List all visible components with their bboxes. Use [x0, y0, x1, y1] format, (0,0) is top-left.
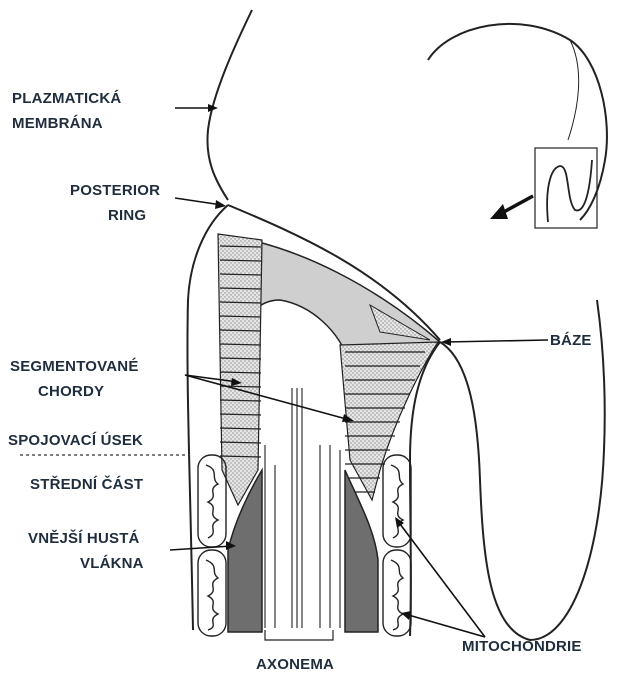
- label-plasma-membrane: PLAZMATICKÁ MEMBRÁNA: [12, 86, 121, 136]
- mitochondria-left: [198, 455, 226, 636]
- label-connecting-piece: SPOJOVACÍ ÚSEK: [8, 428, 143, 453]
- label-plasma-membrane-line2: MEMBRÁNA: [12, 111, 121, 136]
- label-posterior-ring-line1: POSTERIOR: [70, 178, 160, 203]
- sperm-head-overview: [428, 24, 607, 220]
- right-segmented-column: [340, 342, 438, 500]
- outer-dense-fibers: [228, 470, 378, 632]
- label-outer-dense-fibers: VNĚJŠÍ HUSTÁ VLÁKNA: [28, 526, 144, 576]
- label-segmented-columns-line2: CHORDY: [10, 379, 139, 404]
- inset-box: [535, 148, 597, 228]
- label-axoneme: AXONEMA: [256, 652, 334, 675]
- label-outer-dense-fibers-line2: VLÁKNA: [28, 551, 144, 576]
- axoneme: [265, 388, 340, 628]
- mitochondria-right: [383, 455, 411, 636]
- label-midpiece: STŘEDNÍ ČÁST: [30, 472, 143, 497]
- label-mitochondria: MITOCHONDRIE: [462, 634, 582, 659]
- label-outer-dense-fibers-line1: VNĚJŠÍ HUSTÁ: [28, 526, 144, 551]
- inset-arrow: [490, 196, 533, 219]
- left-segmented-column: [218, 234, 262, 505]
- label-segmented-columns-line1: SEGMENTOVANÉ: [10, 354, 139, 379]
- axoneme-bracket: [265, 630, 333, 640]
- label-plasma-membrane-line1: PLAZMATICKÁ: [12, 86, 121, 111]
- label-base: BÁZE: [550, 328, 592, 353]
- label-posterior-ring: POSTERIOR RING: [70, 178, 160, 228]
- label-segmented-columns: SEGMENTOVANÉ CHORDY: [10, 354, 139, 404]
- label-posterior-ring-line2: RING: [70, 203, 160, 228]
